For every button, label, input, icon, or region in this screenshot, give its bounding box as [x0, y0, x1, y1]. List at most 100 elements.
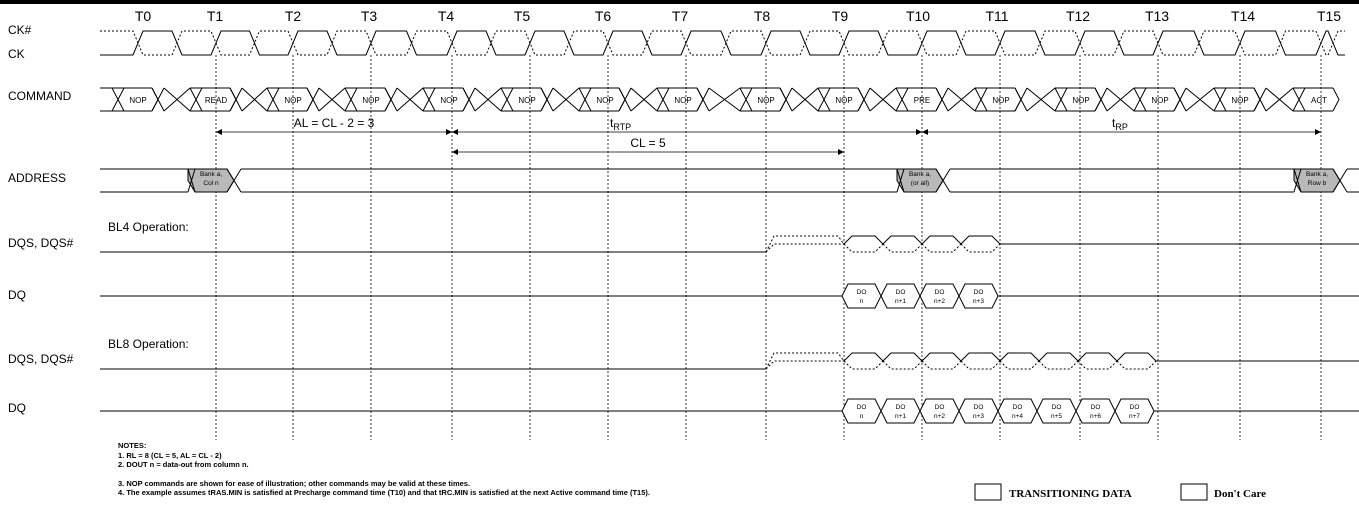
- cmd-dont-care-crossing: [1014, 87, 1056, 112]
- legend-swatch-transitioning: [974, 483, 1002, 501]
- cmd-dont-care-crossing: [1173, 87, 1215, 112]
- command-label: NOP: [674, 96, 691, 105]
- tick-label: T11: [985, 8, 1008, 24]
- dqs-pulse: [1077, 352, 1118, 362]
- cmd-cell-right: [151, 87, 159, 112]
- dqs-pulse: [882, 352, 923, 362]
- address-a1-line1: Bank a,: [200, 171, 222, 178]
- dqs-pulse: [999, 352, 1040, 362]
- dqs-n-pulse: [1038, 360, 1079, 370]
- dq-cell-label-top: DO: [857, 289, 867, 296]
- command-label: ACT: [1311, 96, 1327, 105]
- cmd-dont-care-crossing: [229, 87, 268, 112]
- command-labels: NOP READ NOP NOP NOP NOP NOP NOP NOP NOP…: [129, 96, 1327, 105]
- signal-label-dq-bl8: DQ: [8, 401, 26, 415]
- command-label: READ: [205, 96, 227, 105]
- cmd-cell-left: [500, 87, 514, 112]
- address-a3-line1: Bank a,: [1306, 171, 1328, 178]
- cmd-cell-body: [752, 87, 780, 112]
- command-label: NOP: [1151, 96, 1168, 105]
- address-a3-line2: Row b: [1308, 180, 1327, 187]
- cl-label: CL = 5: [630, 136, 666, 150]
- cmd-cell-right: [306, 87, 314, 112]
- signal-label-dqs-bl8: DQS, DQS#: [8, 352, 74, 366]
- cmd-cell-body: [124, 87, 152, 112]
- tick-label: T4: [438, 8, 455, 24]
- clipped-title-edge: [0, 0, 1359, 4]
- dq-cell-label-top: DO: [1052, 404, 1062, 411]
- cmd-cell-left: [189, 87, 203, 112]
- dqs-n-pulse: [882, 360, 923, 370]
- address-a2-line2: (or all): [911, 180, 929, 187]
- ck-n-waveform: [100, 30, 1345, 56]
- bl8-operation-label: BL8 Operation:: [108, 337, 189, 351]
- cmd-cell-body: [202, 87, 230, 112]
- note-line: 3. NOP commands are shown for ease of il…: [118, 479, 470, 488]
- dq-cell-label-top: DO: [896, 404, 906, 411]
- ck-waveform: [100, 30, 1345, 56]
- tick-label: T14: [1231, 8, 1255, 24]
- cmd-dont-care-crossing: [618, 87, 658, 112]
- dq-cell-label-bottom: n+1: [895, 298, 906, 305]
- tick-label: T3: [361, 8, 378, 24]
- timing-annotations: AL = CL - 2 = 3 tRTP CL = 5 tRP: [216, 116, 1321, 155]
- cmd-cell-right: [540, 87, 548, 112]
- trp-sub: RP: [1115, 122, 1128, 132]
- cmd-cell-right: [1332, 87, 1340, 112]
- cmd-cell-body: [1226, 87, 1254, 112]
- tick-label: T15: [1317, 8, 1341, 24]
- signal-label-ck-n: CK#: [8, 23, 32, 37]
- cmd-dont-care-crossing: [540, 87, 580, 112]
- dqs-n-pulse: [960, 360, 1001, 370]
- legend-swatch-dont-care: [1180, 483, 1208, 501]
- cmd-dont-care-crossing: [779, 87, 819, 112]
- dq-cell-label-bottom: n+5: [1051, 413, 1062, 420]
- address-crossing: [226, 168, 897, 193]
- cmd-cell-body: [1067, 87, 1095, 112]
- trtp-label: tRTP: [610, 116, 631, 132]
- dqs-preamble: [765, 352, 845, 370]
- cmd-cell-body: [1305, 87, 1333, 112]
- address-crossing: [187, 168, 196, 193]
- cmd-cell-body: [435, 87, 463, 112]
- cmd-cell-right: [1173, 87, 1181, 112]
- address-crossing: [1332, 168, 1359, 193]
- dq-cell-label-top: DO: [974, 404, 984, 411]
- cmd-cell-right: [1253, 87, 1261, 112]
- signal-label-address: ADDRESS: [8, 171, 66, 185]
- note-line: 2. DOUT n = data-out from column n.: [118, 460, 249, 469]
- tick-label: T13: [1145, 8, 1169, 24]
- dqs-pulse: [921, 352, 962, 362]
- cmd-dont-care-crossing: [384, 87, 424, 112]
- clock-waveform: [100, 30, 1345, 56]
- legend: TRANSITIONING DATA Don't Care: [974, 483, 1266, 501]
- tick-label: T5: [514, 8, 531, 24]
- dq-cell-label-top: DO: [1130, 404, 1140, 411]
- cmd-cell-left: [422, 87, 436, 112]
- cmd-cell-body: [669, 87, 697, 112]
- dqs-n-pulse: [960, 243, 1001, 253]
- cmd-dont-care-crossing: [306, 87, 346, 112]
- dqs-n-pulse: [921, 243, 962, 253]
- cmd-cell-body: [357, 87, 385, 112]
- command-label: NOP: [1072, 96, 1089, 105]
- dq-cell-label-bottom: n+3: [973, 298, 984, 305]
- address-a2-line1: Bank a,: [909, 171, 931, 178]
- cmd-cell-right: [857, 87, 865, 112]
- dqs-pulse: [960, 235, 1001, 245]
- command-label: NOP: [284, 96, 301, 105]
- cmd-cell-body: [987, 87, 1015, 112]
- cmd-cell-right: [462, 87, 470, 112]
- dqs-n-pulse: [1116, 360, 1157, 370]
- dq-cell-label-bottom: n: [860, 298, 864, 305]
- dqs-n-pulse: [1077, 360, 1118, 370]
- command-label: NOP: [362, 96, 379, 105]
- cmd-cell-right: [1094, 87, 1102, 112]
- command-label: NOP: [992, 96, 1009, 105]
- tick-label: T10: [906, 8, 930, 24]
- dqs-n-pulse: [921, 360, 962, 370]
- command-label: NOP: [518, 96, 535, 105]
- dq-cell-label-top: DO: [1091, 404, 1101, 411]
